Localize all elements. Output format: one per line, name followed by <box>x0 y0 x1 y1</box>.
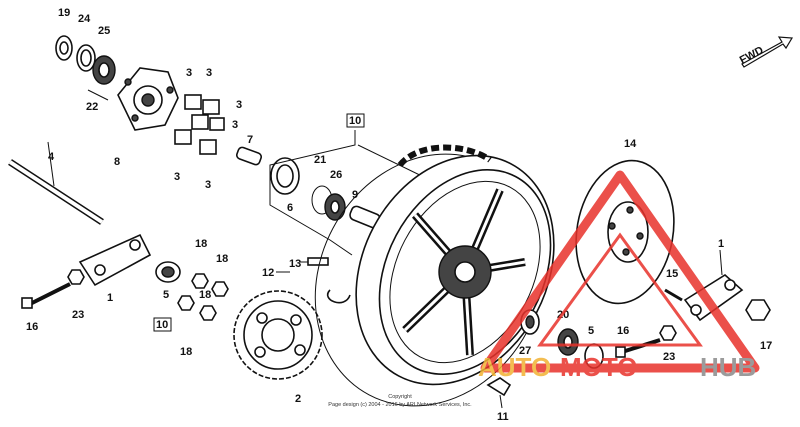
callout-19: 19 <box>58 7 70 19</box>
callout-7: 7 <box>247 134 253 146</box>
copyright-line-2: Page design (c) 2004 - 2016 by ARI Netwo… <box>328 402 472 408</box>
damper-rubbers <box>174 94 225 155</box>
wheel <box>378 169 552 375</box>
watermark-moto: MOTO <box>560 352 638 382</box>
callout-5: 5 <box>163 289 169 301</box>
callout-5: 5 <box>588 325 594 337</box>
adjuster-bolt-left <box>21 282 71 309</box>
callout-17: 17 <box>760 340 772 352</box>
callout-13: 13 <box>289 258 301 270</box>
callout-10-box-bottom: 10 <box>153 317 172 332</box>
nut-23-left <box>67 269 85 285</box>
callout-24: 24 <box>78 13 91 25</box>
callout-3: 3 <box>174 171 180 183</box>
collar-7 <box>235 146 263 166</box>
axle <box>8 141 104 225</box>
callout-21: 21 <box>314 154 326 166</box>
callout-18: 18 <box>180 346 192 358</box>
sprocket-nuts <box>177 273 229 321</box>
chain-adjuster-right <box>683 249 744 322</box>
callout-3: 3 <box>236 99 242 111</box>
callout-4: 4 <box>48 151 55 163</box>
callout-10: 10 <box>349 115 361 127</box>
valve-stem <box>300 257 329 266</box>
rear-sprocket <box>233 290 323 380</box>
watermark-hub: HUB <box>700 352 756 382</box>
collar-5-left <box>155 261 181 283</box>
copyright-line-1: Copyright <box>388 394 412 400</box>
callout-16: 16 <box>26 321 38 333</box>
callout-18: 18 <box>199 289 211 301</box>
callout-8: 8 <box>114 156 120 168</box>
callout-1: 1 <box>107 292 113 304</box>
sprocket-flange <box>87 67 179 131</box>
callout-27: 27 <box>519 345 531 357</box>
callout-10: 10 <box>156 319 168 331</box>
callout-12: 12 <box>262 267 274 279</box>
callout-2: 2 <box>295 393 301 405</box>
callout-3: 3 <box>206 67 212 79</box>
watermark-logo: AUTO MOTO HUB <box>478 170 760 382</box>
clip-11 <box>486 377 512 397</box>
callout-23: 23 <box>663 351 675 363</box>
callout-14: 14 <box>624 138 637 150</box>
callout-25: 25 <box>98 25 110 37</box>
right-side-bearings <box>520 309 604 369</box>
callout-16: 16 <box>617 325 629 337</box>
callout-3: 3 <box>232 119 238 131</box>
dust-seal-6 <box>270 157 300 195</box>
nut-23-right <box>659 325 677 341</box>
chain-adjuster-left <box>78 233 152 287</box>
circlip-bearing-collar <box>311 185 381 229</box>
disc-bolt <box>664 288 683 302</box>
callout-6: 6 <box>287 202 293 214</box>
axle-nut <box>745 299 771 321</box>
callout-18: 18 <box>216 253 228 265</box>
bearing-seal-group <box>55 35 116 85</box>
callout-22: 22 <box>86 101 98 113</box>
callout-23: 23 <box>72 309 84 321</box>
callout-26: 26 <box>330 169 342 181</box>
callout-3: 3 <box>205 179 211 191</box>
callout-9: 9 <box>352 189 358 201</box>
callout-11: 11 <box>497 411 509 423</box>
callout-1: 1 <box>718 238 724 250</box>
fwd-arrow: FWD <box>738 36 794 68</box>
callout-3: 3 <box>186 67 192 79</box>
watermark-auto: AUTO <box>478 352 551 382</box>
callout-10-box-top: 10 <box>346 113 365 128</box>
callout-18: 18 <box>195 238 207 250</box>
callout-labels: 19 24 25 22 8 3 3 3 3 3 3 7 4 10 21 26 6… <box>26 7 772 423</box>
callout-15: 15 <box>666 268 678 280</box>
fwd-label: FWD <box>738 44 766 66</box>
